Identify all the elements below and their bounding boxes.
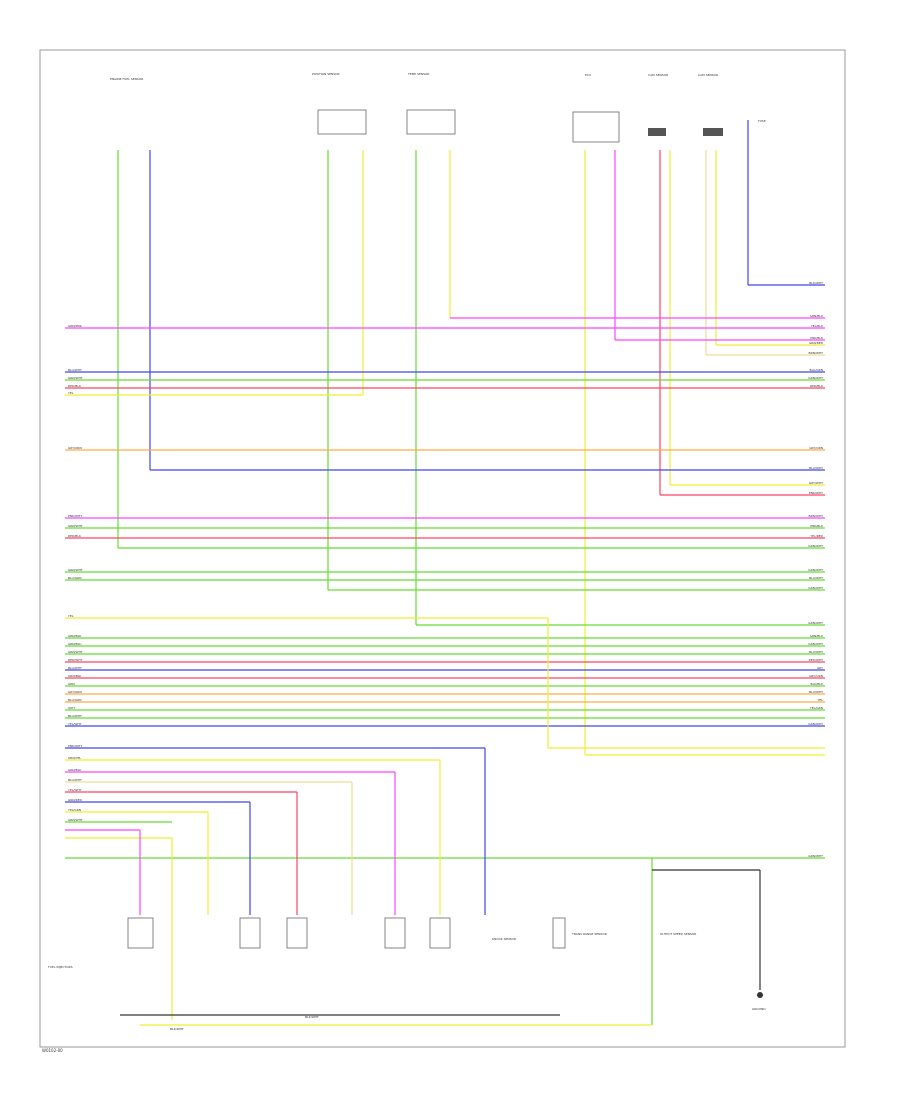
bus-lines [65, 284, 825, 859]
left-label-22: BLU/WHT [68, 714, 82, 718]
right-label-25: GRY [817, 666, 823, 670]
left-label-19: GRY/ORN [68, 690, 82, 694]
left-label-17: ORN/BLK [68, 674, 82, 678]
right-label-5: BRN/WHT [809, 351, 824, 355]
left-label-26: GRN/BLK [68, 768, 82, 772]
footer-code: W0102-00 [42, 1048, 63, 1053]
left-label-21: WHT [68, 706, 75, 710]
right-label-23: BLU/WHT [809, 650, 823, 654]
diagram-border [39, 49, 846, 1048]
left-wire-labels: GRN/PNK BLU/WHT GRN/WHT RED/BLK YEL GRY/ORN PN… [68, 324, 83, 822]
right-label-14: PNK/BLK [810, 524, 824, 528]
right-label-11: GRY/WHT [809, 481, 823, 485]
right-label-28: BLU/WHT [809, 690, 823, 694]
right-label-0: BLK/WHT [809, 281, 823, 285]
right-label-24: RED/WHT [809, 658, 824, 662]
right-label-8: RED/BLK [810, 384, 824, 388]
left-label-27: BLU/WHT [68, 778, 82, 782]
label-ecm-sensor: ENGINE FUEL SENSOR [110, 77, 143, 81]
left-label-11: YEL [68, 614, 74, 618]
left-label-23: YEL/WHT [68, 722, 82, 726]
right-label-27: BLU/BLK [811, 682, 825, 686]
left-label-29: GRN/RED [68, 798, 83, 802]
cam-box-b [703, 128, 723, 136]
right-label-26: GRY/ORN [809, 674, 823, 678]
right-label-7: GRN/WHT [808, 376, 823, 380]
left-label-15: RED/WHT [68, 658, 83, 662]
left-label-9: GRN/WHT [68, 568, 83, 572]
label-splice-b: BLK/WHT [305, 1015, 319, 1019]
cam-box-a [648, 128, 666, 136]
left-label-3: RED/BLK [68, 384, 82, 388]
left-label-6: PNK/WHT [68, 514, 82, 518]
right-label-22: GRN/WHT [808, 642, 823, 646]
left-label-5: GRY/ORN [68, 446, 82, 450]
right-label-21: GRN/BLK [810, 634, 824, 638]
left-label-18: GRN [68, 682, 75, 686]
sensor-box-a [317, 109, 367, 135]
right-label-16: GRN/WHT [808, 544, 823, 548]
left-label-24: PNK/WHT [68, 744, 82, 748]
ecu-box [572, 111, 620, 143]
right-label-4: GRN/RED [809, 341, 824, 345]
right-label-30: YEL/GRN [810, 706, 823, 710]
left-label-30: YEL/GRN [68, 808, 81, 812]
label-sensor-e: OUTPUT SPEED SENSOR [660, 932, 696, 936]
left-label-0: GRN/PNK [68, 324, 83, 328]
sensor-box-b [406, 109, 456, 135]
label-sensor-c: KNOCK SENSOR [492, 937, 516, 941]
left-label-1: BLU/WHT [68, 368, 82, 372]
left-label-12: GRN/BLK [68, 634, 82, 638]
right-label-17: GRN/WHT [808, 568, 823, 572]
label-sensor-b: TEMP SENSOR [407, 72, 429, 76]
right-label-19: GRN/WHT [808, 586, 823, 590]
top-risers [117, 120, 749, 755]
left-label-16: BLU/WHT [68, 666, 82, 670]
right-label-18: BLU/WHT [809, 576, 823, 580]
right-label-15: YEL/RED [810, 534, 823, 538]
right-label-29: YEL [818, 698, 824, 702]
right-label-20: GRN/WHT [808, 621, 823, 625]
right-wire-labels: BLK/WHTGRN/BLKYEL/BLKPNK/BLKGRN/REDBRN/W… [808, 281, 824, 858]
left-label-10: BLU/GRN [68, 576, 81, 580]
bottom-drops [120, 618, 761, 1026]
left-label-8: RED/BLK [68, 534, 82, 538]
label-cam-a: CAM SENSOR [648, 73, 668, 77]
bottom-components [127, 917, 566, 949]
right-label-6: BLU/GRN [810, 368, 823, 372]
right-label-10: BLU/WHT [809, 466, 823, 470]
right-label-2: YEL/BLK [811, 324, 824, 328]
left-label-4: YEL [68, 391, 74, 395]
label-cam-b: CAM SENSOR [698, 73, 718, 77]
left-label-2: GRN/WHT [68, 376, 83, 380]
label-fuse: FUSE [758, 119, 766, 123]
left-label-28: YEL/WHT [68, 788, 82, 792]
left-label-25: ORN/YEL [68, 756, 81, 760]
label-left-group: FUEL INJECTORS [48, 965, 73, 969]
left-label-13: GRN/BLU [68, 642, 81, 646]
left-label-31: GRN/WHT [68, 818, 83, 822]
right-label-3: PNK/BLK [810, 336, 824, 340]
left-label-14: GRN/WHT [68, 650, 83, 654]
right-label-9: GRY/ORN [809, 446, 823, 450]
label-sensor-d: TRANS RANGE SENSOR [571, 932, 607, 936]
right-label-32: GRN/WHT [808, 854, 823, 858]
label-sensor-a: POSITION SENSOR [312, 72, 340, 76]
label-ground: GROUND [752, 1007, 766, 1011]
left-label-7: GRN/WHT [68, 524, 83, 528]
right-label-31: GRN/WHT [808, 722, 823, 726]
right-label-12: PNK/WHT [809, 491, 823, 495]
label-ecu-box: ECU [585, 73, 591, 77]
right-label-1: GRN/BLK [810, 314, 824, 318]
ground-symbol [757, 992, 763, 998]
label-splice-a: BLK/WHT [170, 1027, 184, 1031]
left-label-20: BLU/GRN [68, 698, 81, 702]
right-label-13: BRN/WHT [809, 514, 824, 518]
